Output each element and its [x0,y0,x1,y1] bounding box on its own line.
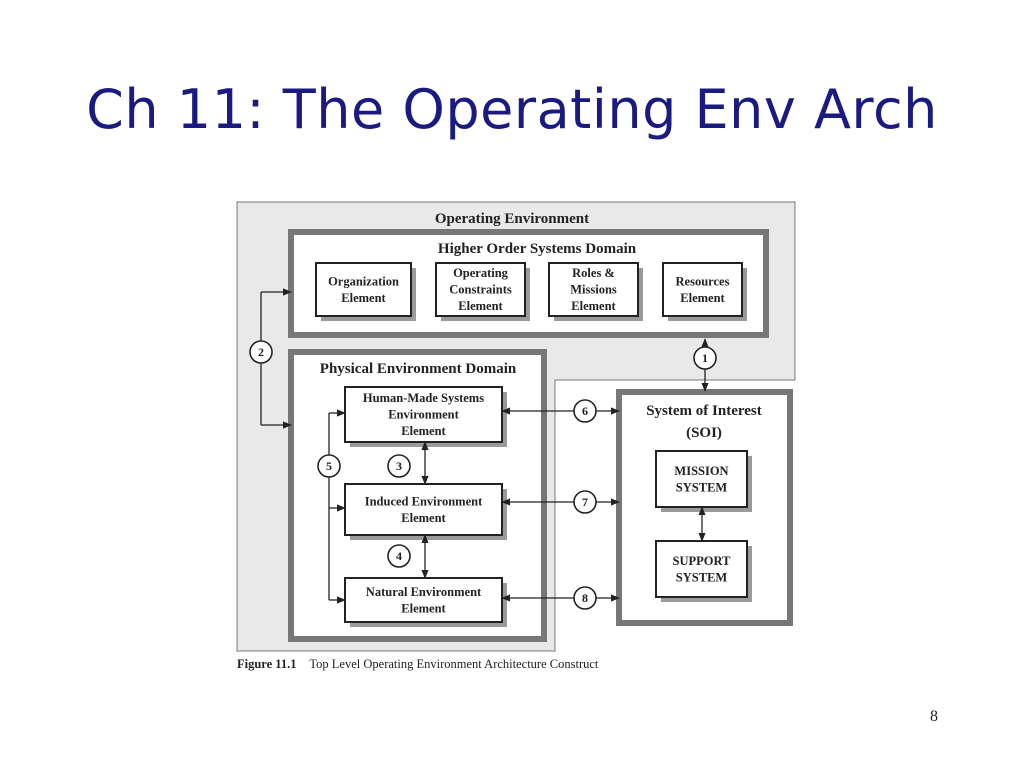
soi-title-line-2: (SOI) [686,425,722,441]
figure-caption: Figure 11.1 Top Level Operating Environm… [237,657,598,672]
mission-system-element-label-line-1: MISSION [674,464,728,478]
roles-missions-element-label-line-2: Missions [570,283,617,297]
organization-element-frame [315,262,412,317]
connector-7-circle [573,490,597,514]
page-number: 8 [930,708,938,725]
organization-element-label-line-2: Element [341,291,386,305]
connector-6: 6 [573,399,597,423]
connector-3: 3 [387,454,411,478]
higher-order-domain-title: Higher Order Systems Domain [438,241,637,257]
natural-environment-element-frame [344,577,503,623]
support-system-element-label-line-2: SYSTEM [676,570,728,584]
connector-8: 8 [573,586,597,610]
roles-missions-element-label-line-3: Element [571,299,616,313]
physical-environment-domain-title: Physical Environment Domain [320,361,517,377]
connector-5-circle [317,454,341,478]
resources-element-frame [662,262,743,317]
mission-system-element-label-line-2: SYSTEM [676,480,728,494]
connector-2-circle [249,340,273,364]
connector-4-circle [387,544,411,568]
operating-constraints-element-frame [435,262,526,317]
connector-5: 5 [317,454,341,478]
induced-environment-element-frame [344,483,503,536]
connector-7: 7 [573,490,597,514]
natural-environment-element-label-line-2: Element [401,601,446,615]
connector-8-number: 8 [582,591,588,605]
connector-8-circle [573,586,597,610]
human-made-systems-element-label-line-2: Environment [388,408,459,422]
support-system-element-frame [655,540,748,598]
connector-2-number: 2 [258,345,264,359]
soi-title-line-1: System of Interest [646,403,762,419]
connector-1-number: 1 [702,351,708,365]
mission-system-element-frame [655,450,748,508]
organization-element-label-line-1: Organization [328,274,399,288]
operating-environment-label: Operating Environment [435,211,589,227]
connector-1-circle [693,346,717,370]
connector-6-number: 6 [582,404,588,418]
roles-missions-element-label-line-1: Roles & [572,266,615,280]
operating-constraints-element-label-line-3: Element [458,299,503,313]
connector-1: 1 [693,346,717,370]
human-made-systems-element-label-line-3: Element [401,424,446,438]
mission-system-element: MISSION SYSTEM [655,450,752,512]
resources-element-label-line-2: Element [680,291,725,305]
connector-2: 2 [249,340,273,364]
induced-environment-element-label-line-1: Induced Environment [365,494,483,508]
roles-missions-element-frame [548,262,639,317]
human-made-systems-element-label-line-1: Human-Made Systems [363,391,484,405]
resources-element-label-line-1: Resources [676,274,730,288]
connector-6-circle [573,399,597,423]
connector-4: 4 [387,544,411,568]
operating-constraints-element-label-line-1: Operating [453,266,509,280]
connector-3-number: 3 [396,459,402,473]
connector-7-number: 7 [582,495,588,509]
support-system-element-label-line-1: SUPPORT [673,554,732,568]
support-system-element: SUPPORT SYSTEM [655,540,752,602]
figure-caption-text: Top Level Operating Environment Architec… [309,657,599,671]
figure-label: Figure 11.1 [237,657,297,671]
connector-4-number: 4 [396,549,402,563]
slide-title: Ch 11: The Operating Env Arch [86,78,938,141]
induced-environment-element-label-line-2: Element [401,511,446,525]
operating-constraints-element-label-line-2: Constraints [449,283,512,297]
connector-5-number: 5 [326,459,332,473]
natural-environment-element-label-line-1: Natural Environment [366,585,482,599]
connector-3-circle [387,454,411,478]
